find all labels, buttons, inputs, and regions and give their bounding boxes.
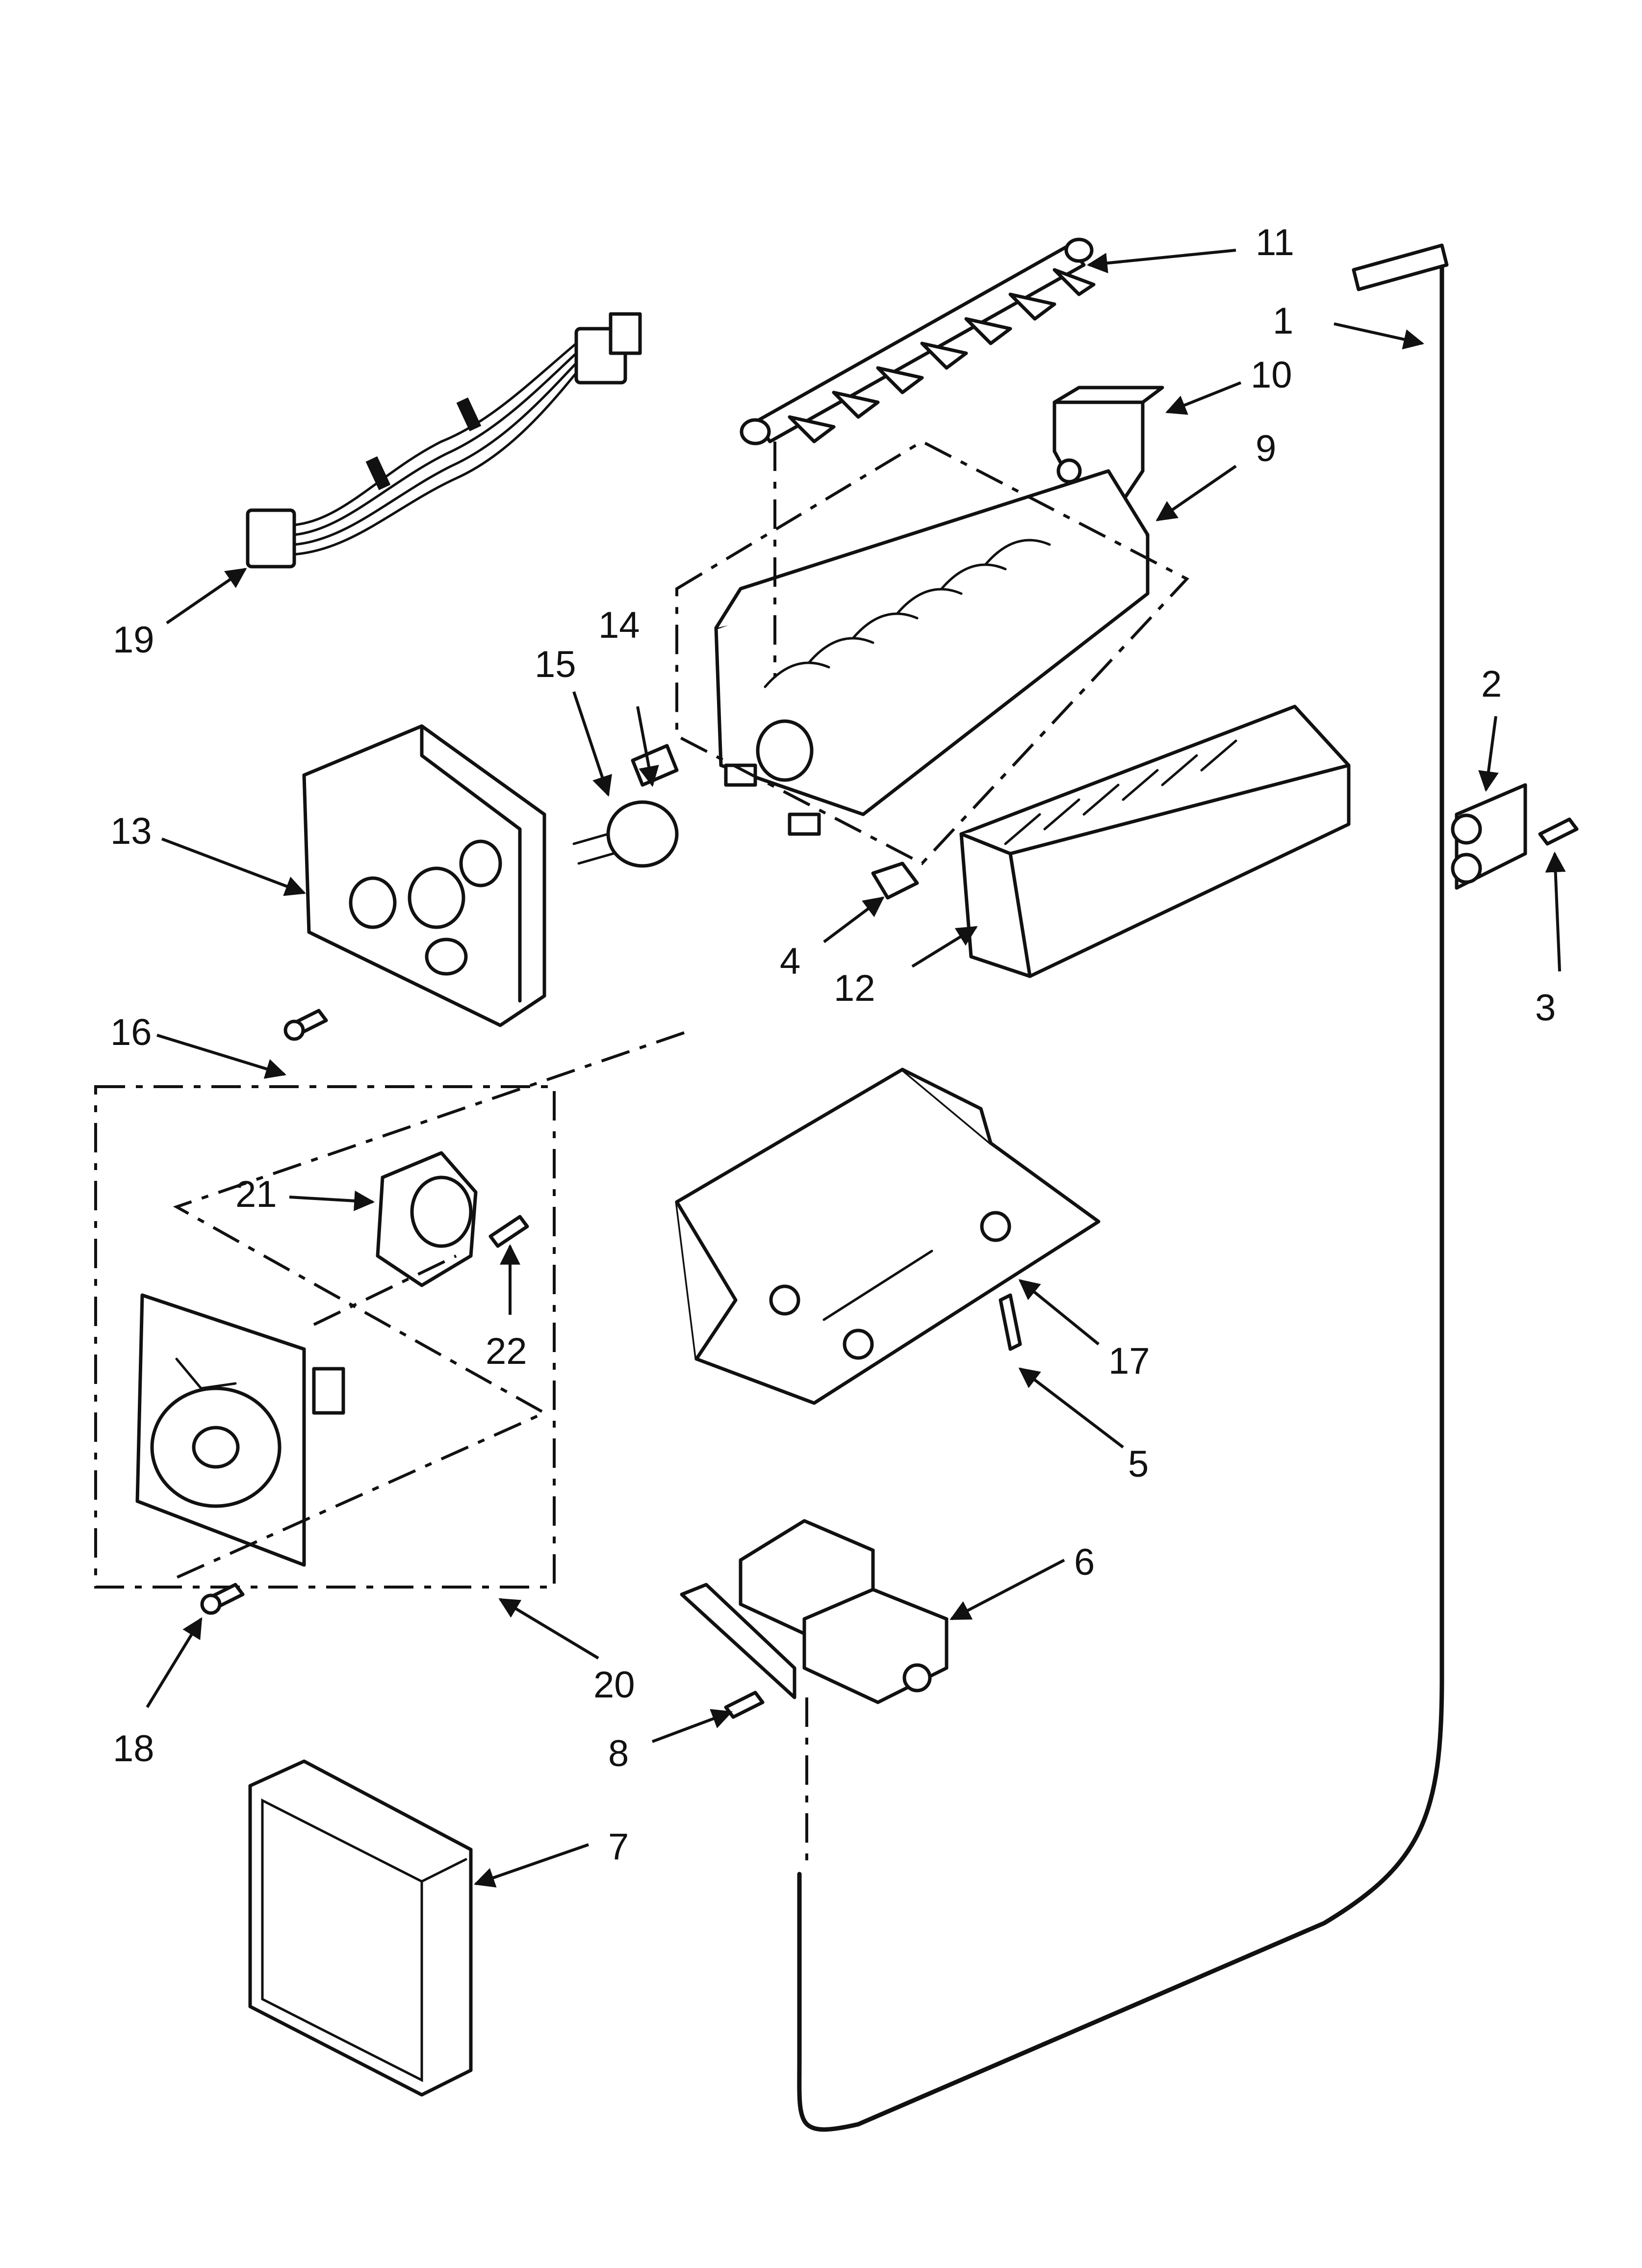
screw-3 <box>1538 817 1579 846</box>
callout-8: 8 <box>608 1733 629 1774</box>
mold-shell <box>959 704 1351 978</box>
callout-13: 13 <box>110 810 152 852</box>
callout-7: 7 <box>608 1826 629 1868</box>
callout-20: 20 <box>593 1664 635 1706</box>
screw-22 <box>488 1215 529 1248</box>
screw-5 <box>999 1293 1022 1351</box>
callout-22: 22 <box>486 1330 527 1372</box>
callout-9: 9 <box>1256 428 1276 469</box>
callout-labels: 11 1 10 9 2 3 4 12 14 15 13 16 19 21 22 … <box>110 222 1556 1868</box>
tube-bracket <box>1451 783 1527 890</box>
callout-21: 21 <box>235 1173 277 1215</box>
leader-lines <box>146 249 1566 1888</box>
callout-17: 17 <box>1108 1340 1150 1382</box>
callout-19: 19 <box>113 619 154 661</box>
screw-18 <box>200 1583 245 1615</box>
callout-5: 5 <box>1128 1443 1149 1485</box>
callout-3: 3 <box>1535 987 1556 1029</box>
water-valve <box>680 1519 949 1704</box>
alignment-lines <box>171 440 1189 1864</box>
callout-4: 4 <box>780 940 800 982</box>
motor-module <box>135 1293 345 1567</box>
callout-14: 14 <box>598 604 640 646</box>
ejector-blade <box>740 237 1096 445</box>
thermostat-clip <box>631 744 679 787</box>
motor <box>376 1151 478 1287</box>
callout-18: 18 <box>113 1728 154 1770</box>
callout-1: 1 <box>1273 300 1293 342</box>
screw-8 <box>724 1691 765 1719</box>
callout-10: 10 <box>1251 354 1292 396</box>
clip <box>871 861 919 900</box>
callout-2: 2 <box>1481 663 1502 705</box>
wire-harness <box>246 312 642 569</box>
screw-16 <box>283 1009 328 1041</box>
ice-tray-shelf <box>675 1068 1101 1405</box>
fill-tube <box>797 243 1449 2132</box>
thermostat <box>572 800 679 868</box>
callout-15: 15 <box>535 644 576 685</box>
callout-6: 6 <box>1074 1541 1095 1583</box>
callout-12: 12 <box>834 967 875 1009</box>
callout-16: 16 <box>110 1012 152 1053</box>
foam-pad <box>248 1759 473 2097</box>
control-housing <box>302 724 546 1027</box>
callout-11: 11 <box>1256 222 1294 263</box>
module-kit-box <box>94 1085 556 1589</box>
